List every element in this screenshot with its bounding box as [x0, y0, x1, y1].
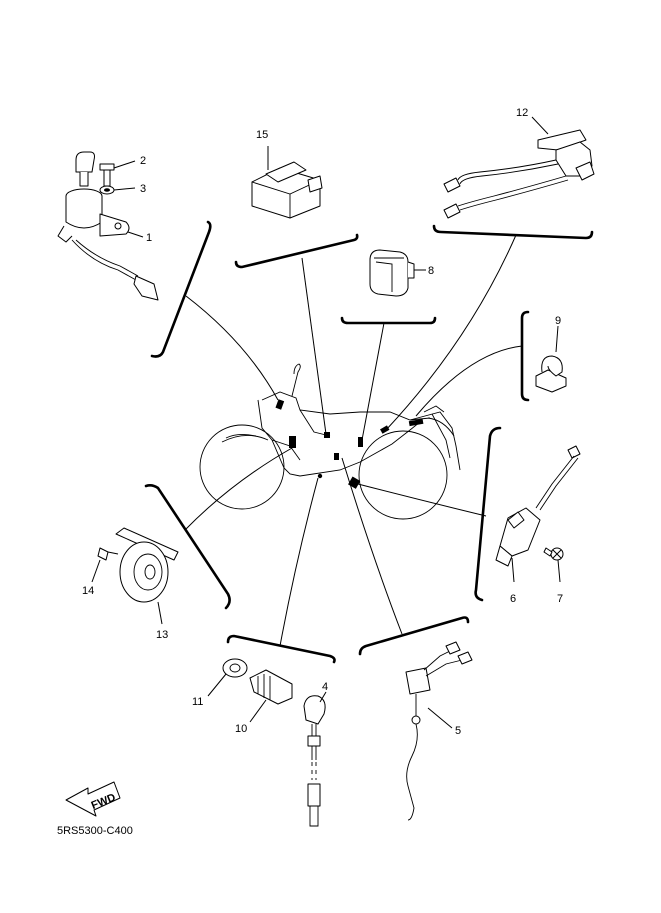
- clutch-switch-assembly: [443, 116, 595, 219]
- callout-8: 8: [428, 265, 434, 277]
- motorcycle-outline: [199, 363, 461, 520]
- callout-3: 3: [140, 183, 146, 195]
- clamp: [535, 325, 567, 393]
- callout-9: 9: [555, 315, 561, 327]
- main-switch-assembly: [57, 151, 159, 301]
- fwd-arrow: FWD: [65, 781, 121, 817]
- callout-14: 14: [82, 585, 94, 597]
- callout-6: 6: [510, 593, 516, 605]
- callout-5: 5: [455, 725, 461, 737]
- callout-13: 13: [156, 629, 168, 641]
- callout-2: 2: [140, 155, 146, 167]
- sensor-assembly: [303, 691, 327, 827]
- neutral-switch-assembly: [207, 658, 293, 723]
- callout-10: 10: [235, 723, 247, 735]
- callout-15: 15: [256, 129, 268, 141]
- horn-assembly: [91, 527, 179, 625]
- brake-switch-assembly: [495, 445, 581, 583]
- callout-7: 7: [557, 593, 563, 605]
- rear-brake-switch: [405, 641, 473, 821]
- callout-4: 4: [322, 681, 328, 693]
- callout-11: 11: [192, 696, 203, 708]
- callout-12: 12: [516, 107, 528, 119]
- relay-assembly: [251, 146, 323, 219]
- leader-lines: [144, 220, 594, 664]
- callout-1: 1: [146, 232, 152, 244]
- flasher-relay: [369, 249, 426, 297]
- diagram-code: 5RS5300-C400: [57, 825, 133, 837]
